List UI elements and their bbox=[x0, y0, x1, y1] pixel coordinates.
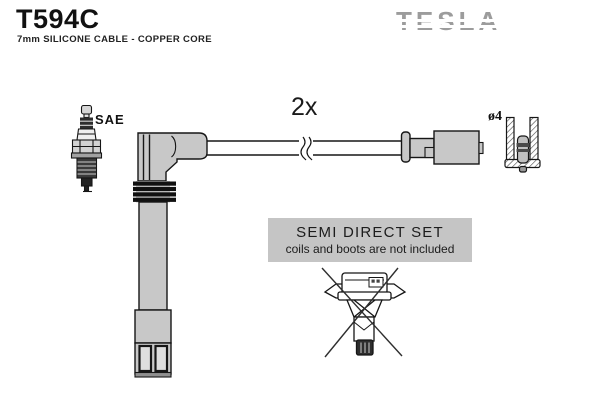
cable-terminal-icon bbox=[400, 130, 484, 165]
plug-boot-icon bbox=[133, 132, 208, 378]
cable-break-icon bbox=[299, 136, 313, 161]
logo-stripe bbox=[394, 25, 506, 28]
part-description: 7mm SILICONE CABLE - COPPER CORE bbox=[17, 34, 212, 45]
quantity-label: 2x bbox=[291, 93, 318, 121]
note-box-title: SEMI DIRECT SET bbox=[296, 224, 444, 241]
spark-plug-icon bbox=[70, 104, 103, 193]
tesla-logo: TESLA bbox=[394, 8, 506, 36]
sae-standard-label: SAE bbox=[95, 112, 125, 127]
logo-stripe bbox=[394, 19, 506, 22]
terminal-cross-section-icon bbox=[504, 116, 541, 173]
note-box-subtitle: coils and boots are not included bbox=[285, 242, 455, 256]
part-number: T594C bbox=[16, 4, 100, 34]
x-cross-icon bbox=[321, 267, 403, 358]
cable-icon bbox=[207, 136, 402, 161]
terminal-diameter-label: ø4 bbox=[488, 109, 502, 124]
semi-direct-set-note-box: SEMI DIRECT SET coils and boots are not … bbox=[268, 218, 472, 262]
